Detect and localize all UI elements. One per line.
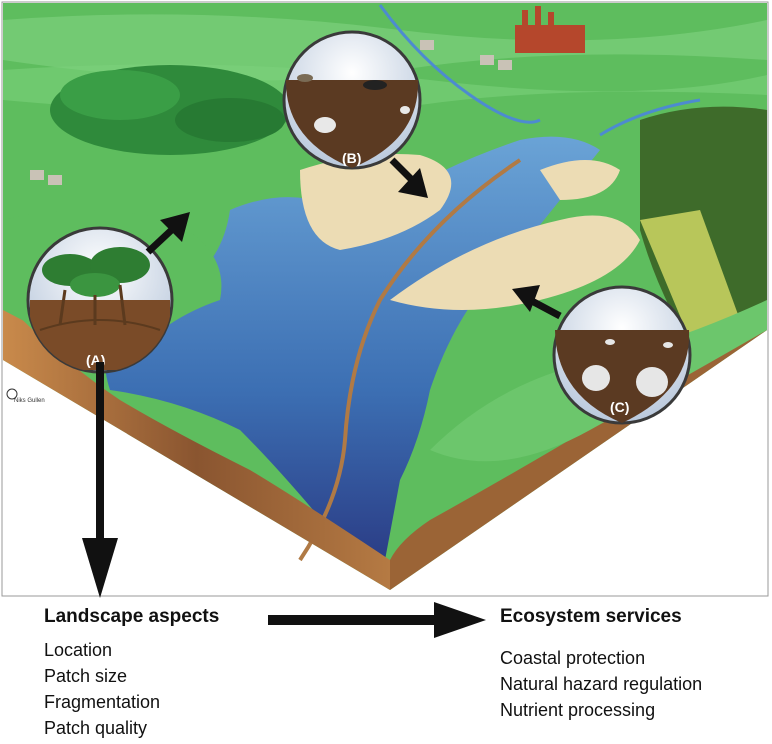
- stream-2: [599, 98, 701, 137]
- village: [30, 40, 512, 185]
- inset-b-label: (B): [342, 150, 361, 166]
- soil-edge-left: [3, 300, 390, 590]
- stream: [378, 4, 541, 124]
- estuary-landscape-illustration: (A) (B) (C) Niks Gullen: [1, 1, 769, 597]
- landscape-aspects-title: Landscape aspects: [44, 606, 220, 627]
- arrow-a-to-mangrove: [145, 212, 190, 255]
- artist-mark: [6, 388, 18, 400]
- rice-field: [640, 210, 740, 340]
- arrow-down-to-landscape-aspects: [82, 362, 118, 598]
- sand-flat-right: [390, 215, 640, 310]
- forest: [50, 65, 290, 155]
- inset-c-sandflat: [552, 285, 692, 425]
- tidal-channel: [298, 158, 522, 562]
- inset-c-label: (C): [610, 399, 629, 415]
- arrow-c-to-sandflat: [512, 285, 562, 320]
- ecosystem-service-item: Nutrient processing: [500, 700, 656, 720]
- inset-b-mudflat: [282, 30, 422, 170]
- landscape-aspect-item: Patch quality: [44, 718, 148, 738]
- arrow-aspects-to-services: [268, 602, 486, 638]
- ecosystem-services-title: Ecosystem services: [500, 606, 682, 627]
- ecosystem-service-item: Coastal protection: [500, 648, 646, 668]
- artist-credit: Niks Gullen: [14, 398, 45, 404]
- soil-edge-right: [390, 300, 767, 590]
- estuary-water: [105, 136, 600, 560]
- landscape-aspect-item: Fragmentation: [44, 692, 161, 712]
- arrow-b-to-mudflat: [389, 157, 428, 198]
- landscape-aspect-item: Location: [44, 640, 113, 660]
- sand-flat-small: [540, 160, 620, 200]
- landscape-aspect-item: Patch size: [44, 666, 128, 686]
- factory: [515, 6, 585, 53]
- ecosystem-service-item: Natural hazard regulation: [500, 674, 703, 694]
